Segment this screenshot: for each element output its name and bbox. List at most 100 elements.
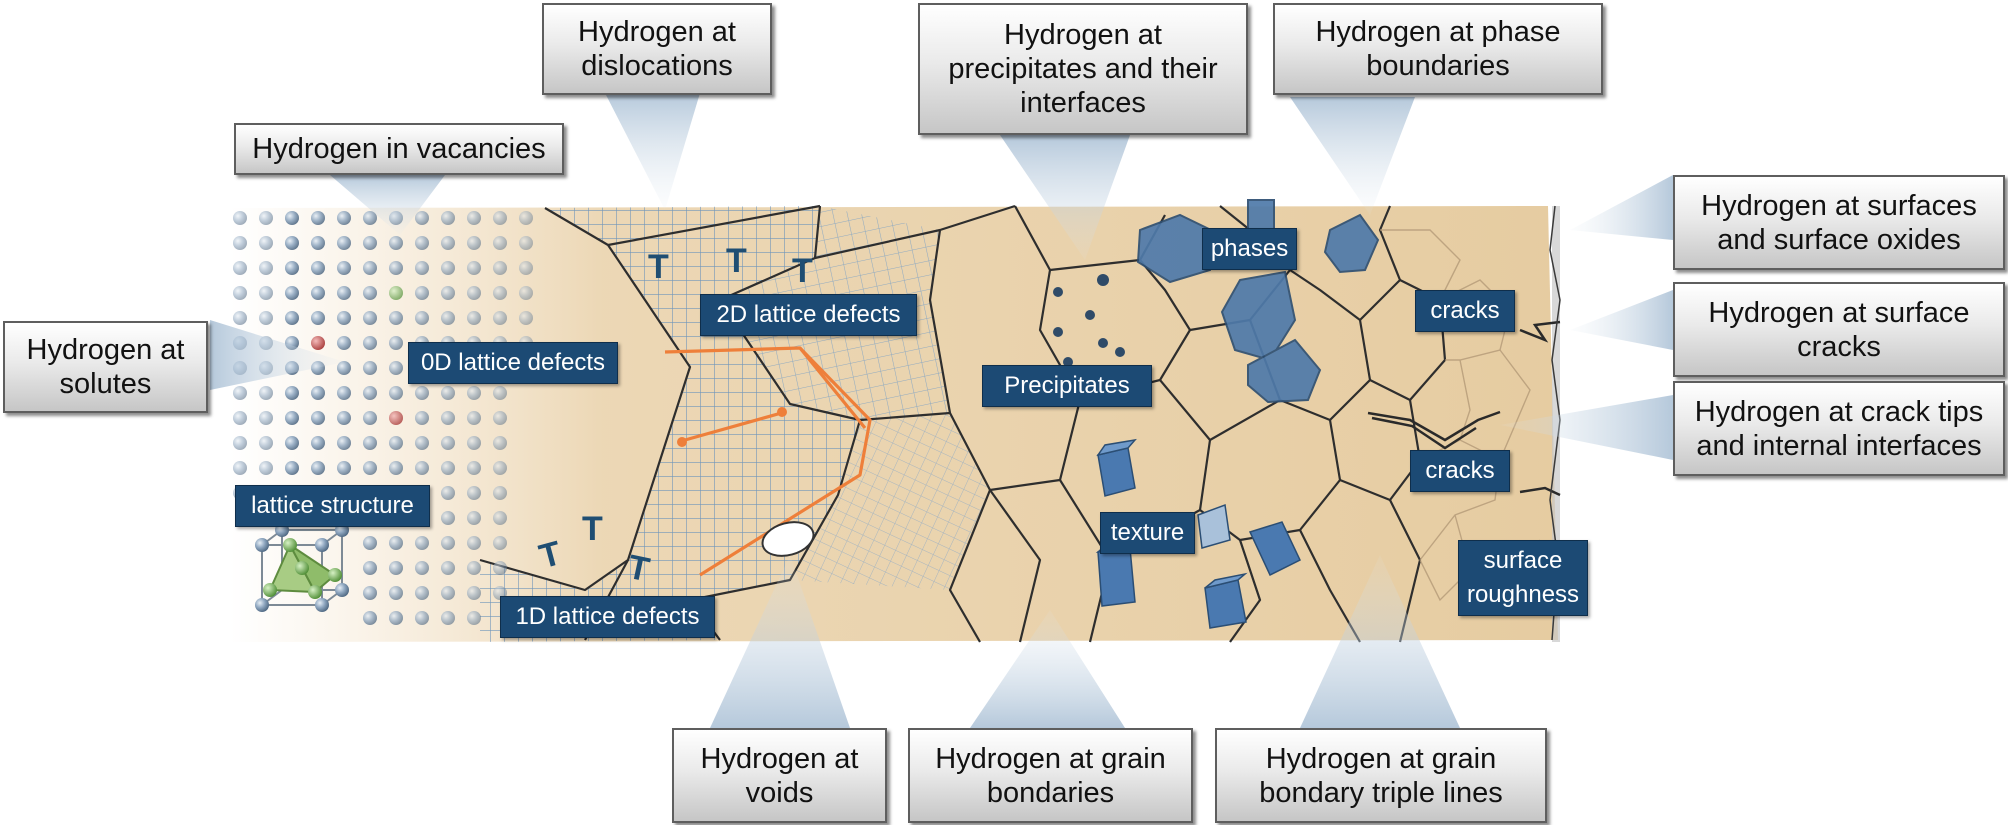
beam-precipitates <box>1000 135 1130 260</box>
lattice-atom <box>363 561 377 575</box>
lattice-atom <box>441 411 455 425</box>
lattice-atom <box>363 586 377 600</box>
lattice-atom <box>337 461 351 475</box>
lattice-atom <box>415 536 429 550</box>
lattice-atom <box>337 311 351 325</box>
dislocation-symbol: T <box>648 248 669 286</box>
lattice-atom <box>415 461 429 475</box>
lattice-atom <box>233 236 247 250</box>
lattice-atom <box>519 261 533 275</box>
lattice-atom <box>467 536 481 550</box>
orange-boundary-node-2 <box>777 407 787 417</box>
beam-surface-cracks <box>1570 290 1673 350</box>
lattice-atom <box>233 261 247 275</box>
lattice-atom <box>363 436 377 450</box>
lattice-atom <box>441 311 455 325</box>
lattice-atom <box>389 461 403 475</box>
lattice-atom <box>493 386 507 400</box>
tag-phases: phases <box>1202 228 1297 270</box>
lattice-atom <box>415 236 429 250</box>
tag-texture: texture <box>1100 512 1195 554</box>
lattice-atom <box>285 311 299 325</box>
callout-phase-boundaries: Hydrogen at phase boundaries <box>1273 3 1603 95</box>
lattice-atom <box>467 586 481 600</box>
lattice-atom <box>389 611 403 625</box>
precipitate-dots <box>1053 274 1125 367</box>
callout-grain-boundaries: Hydrogen at grain bondaries <box>908 728 1193 823</box>
lattice-atom <box>363 336 377 350</box>
lattice-atom <box>441 386 455 400</box>
lattice-atom <box>389 311 403 325</box>
lattice-atom <box>363 536 377 550</box>
lattice-atom <box>467 261 481 275</box>
lattice-atom <box>389 236 403 250</box>
tag-lattice-structure: lattice structure <box>235 485 430 527</box>
lattice-atom <box>233 386 247 400</box>
lattice-atom <box>389 336 403 350</box>
orange-boundary-node <box>677 437 687 447</box>
lattice-atom <box>389 361 403 375</box>
lattice-atom <box>415 311 429 325</box>
beam-triple-lines <box>1300 555 1460 728</box>
lattice-atom <box>467 561 481 575</box>
lattice-atom <box>493 286 507 300</box>
tag-cracks-lower: cracks <box>1410 450 1510 492</box>
void <box>761 521 815 557</box>
lattice-atom <box>441 236 455 250</box>
lattice-atom <box>493 561 507 575</box>
lattice-atom <box>233 461 247 475</box>
lattice-atom <box>519 311 533 325</box>
lattice-atom <box>493 261 507 275</box>
lattice-atom <box>285 261 299 275</box>
lattice-atom <box>259 436 273 450</box>
lattice-atom <box>441 561 455 575</box>
lattice-atom <box>415 561 429 575</box>
lattice-atom <box>467 236 481 250</box>
lattice-atom <box>311 411 325 425</box>
lattice-atom <box>259 261 273 275</box>
callout-surfaces: Hydrogen at surfaces and surface oxides <box>1673 175 2005 270</box>
lattice-atom <box>441 611 455 625</box>
lattice-atom <box>363 211 377 225</box>
beam-surfaces <box>1570 175 1673 240</box>
lattice-atom <box>259 286 273 300</box>
lattice-atom <box>493 211 507 225</box>
lattice-atom <box>363 611 377 625</box>
lattice-atom <box>311 211 325 225</box>
lattice-atom <box>493 411 507 425</box>
lattice-atom <box>285 411 299 425</box>
lattice-atom <box>415 586 429 600</box>
callout-precipitates: Hydrogen at precipitates and their inter… <box>918 3 1248 135</box>
callout-vacancies: Hydrogen in vacancies <box>234 123 564 175</box>
tag-cracks-upper: cracks <box>1415 290 1515 332</box>
lattice-atom <box>311 286 325 300</box>
lattice-atom <box>467 511 481 525</box>
lattice-atom <box>337 211 351 225</box>
lattice-atom <box>389 411 403 425</box>
lattice-atom <box>363 411 377 425</box>
lattice-atom <box>311 236 325 250</box>
lattice-atom <box>441 211 455 225</box>
lattice-atom <box>389 586 403 600</box>
lattice-atom <box>259 461 273 475</box>
beam-dislocations <box>605 93 700 210</box>
lattice-atom <box>259 311 273 325</box>
lattice-atom <box>467 286 481 300</box>
lattice-atom <box>363 386 377 400</box>
lattice-atom <box>259 386 273 400</box>
lattice-atom <box>493 461 507 475</box>
lattice-atom <box>311 386 325 400</box>
beam-voids <box>710 555 850 728</box>
grain-right-grid <box>790 413 990 590</box>
lattice-atom <box>519 236 533 250</box>
lattice-atom <box>363 461 377 475</box>
lattice-atom <box>519 286 533 300</box>
lattice-atom <box>467 386 481 400</box>
lattice-atom <box>467 411 481 425</box>
lattice-atom <box>311 336 325 350</box>
dislocation-symbol: T <box>726 242 747 280</box>
beam-solutes <box>210 320 345 390</box>
lattice-atom <box>363 261 377 275</box>
grain-top-left <box>545 206 820 367</box>
lattice-atom <box>467 436 481 450</box>
